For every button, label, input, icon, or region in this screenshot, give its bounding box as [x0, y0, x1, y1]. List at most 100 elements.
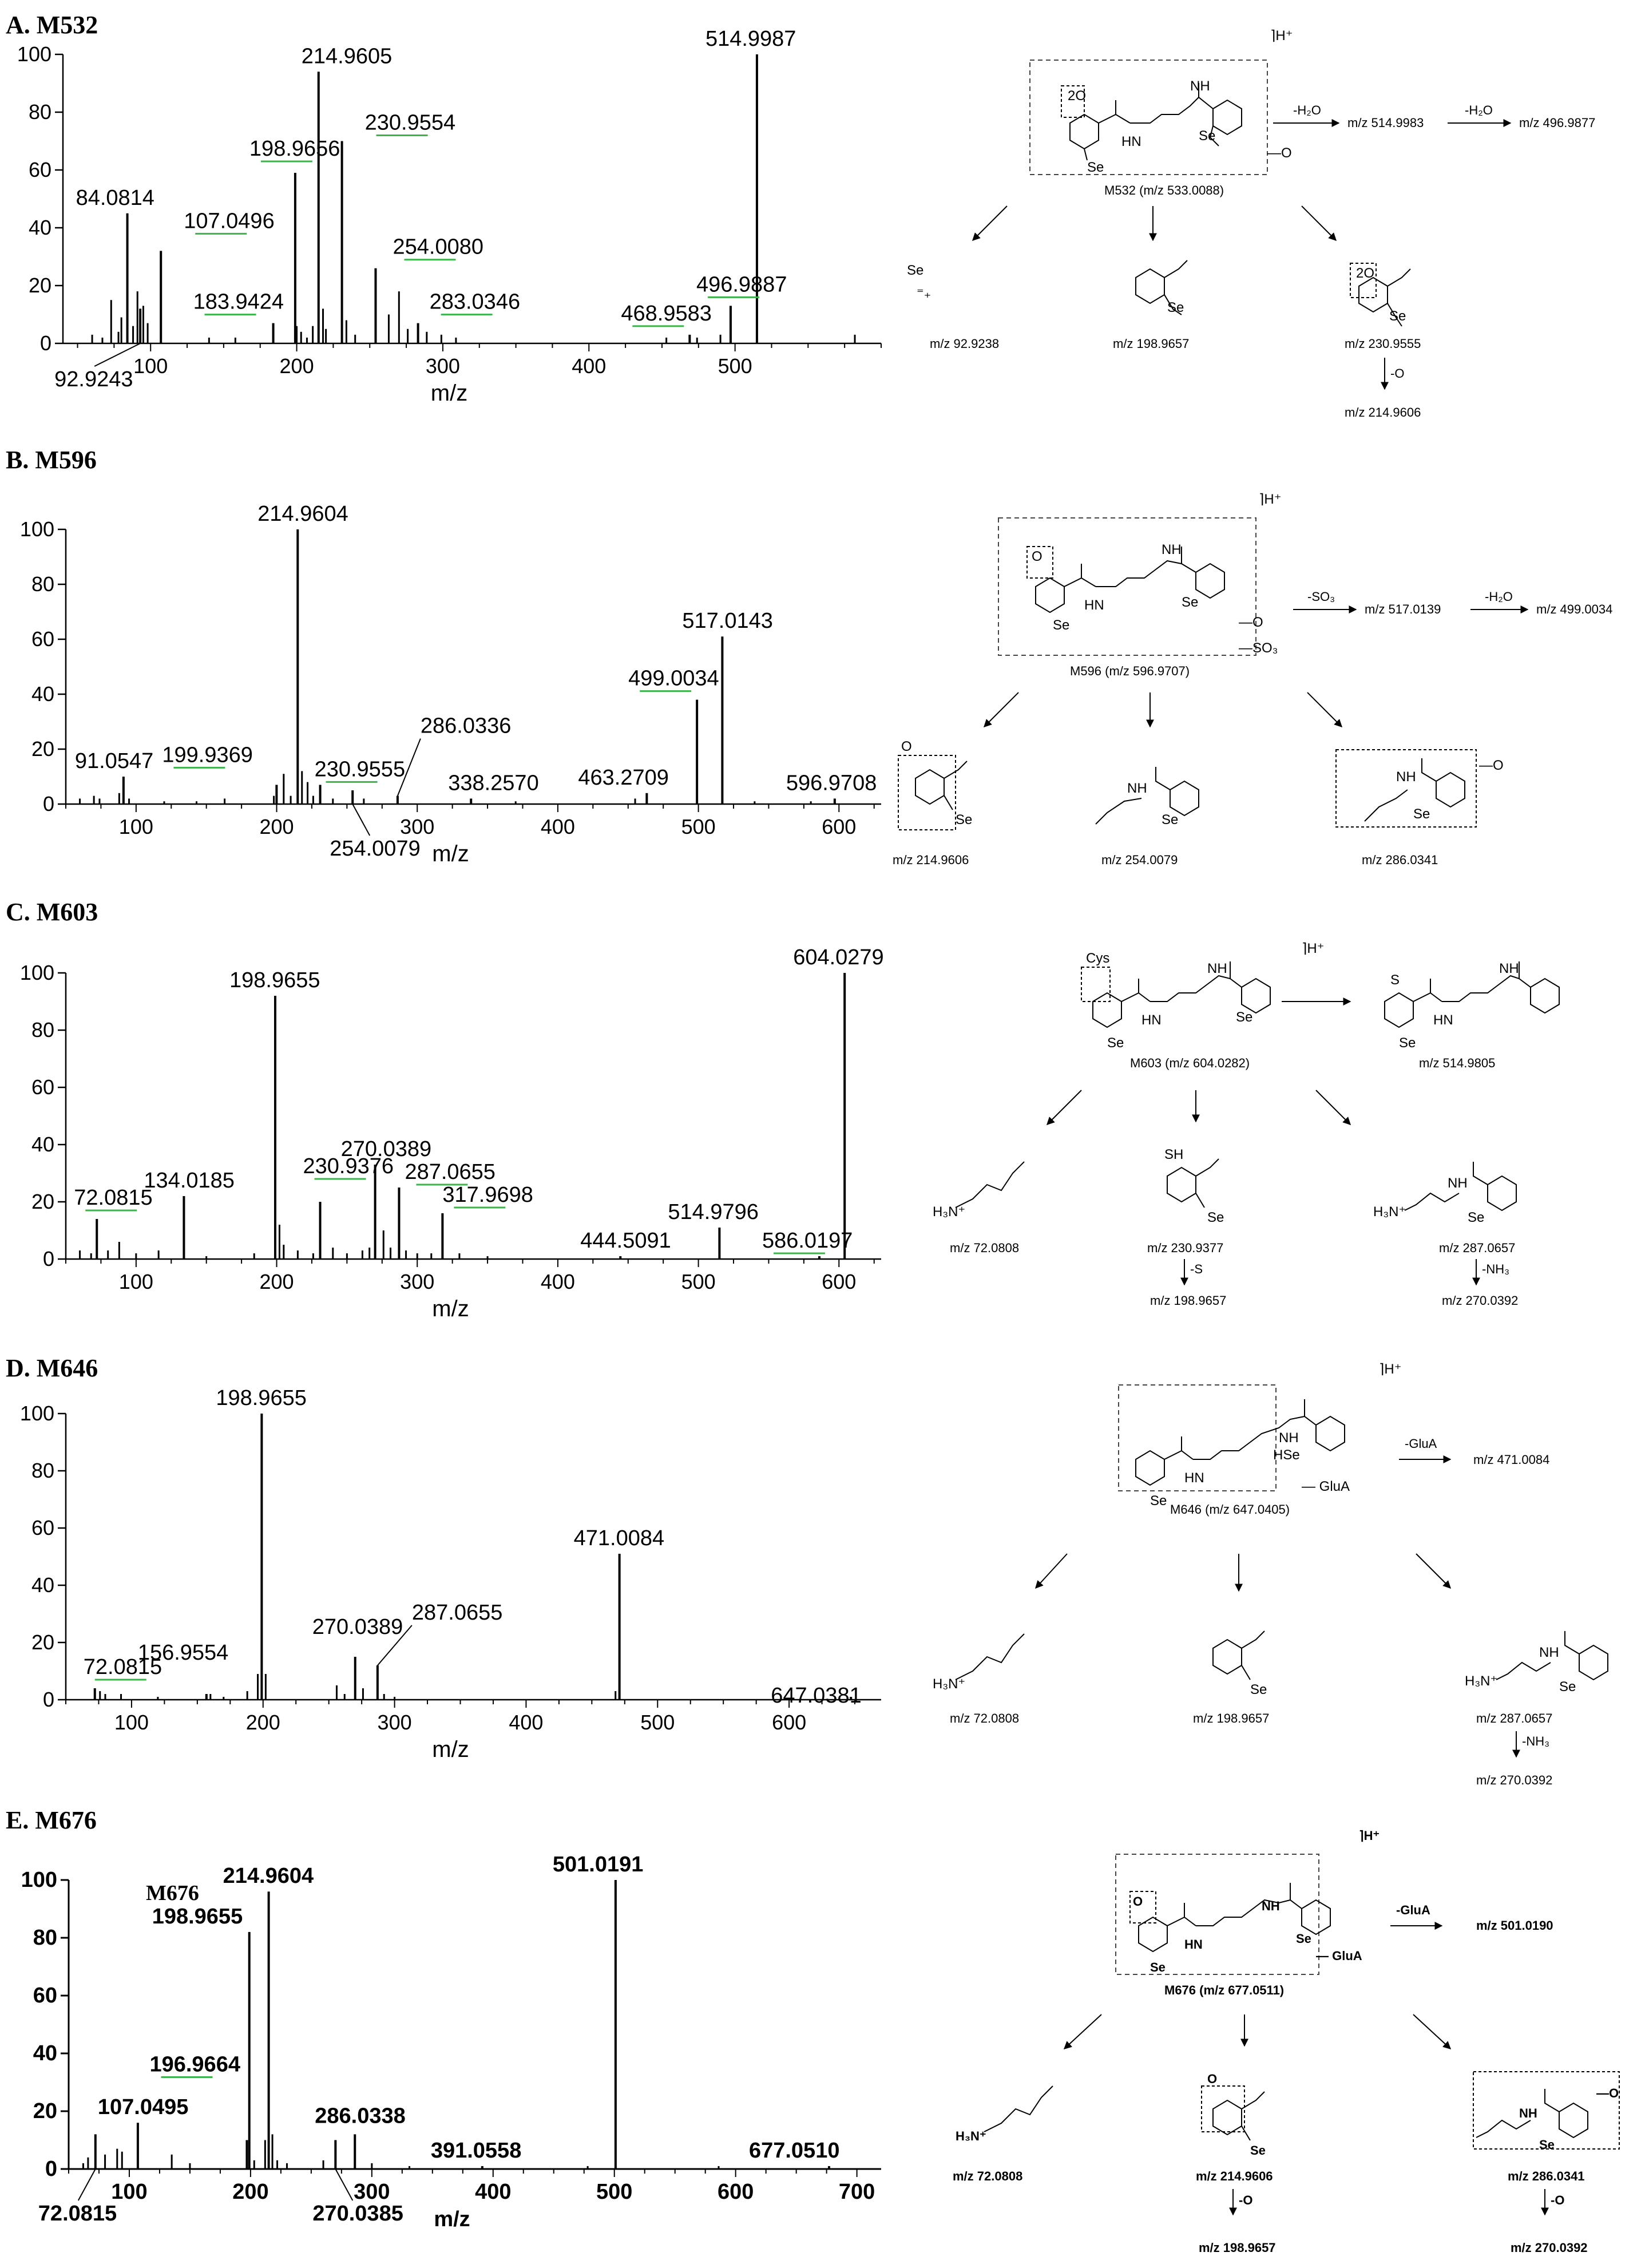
svg-text:NH: NH — [1190, 78, 1210, 94]
svg-text:Se: Se — [1162, 812, 1178, 828]
svg-text:m/z 514.9805: m/z 514.9805 — [1419, 1056, 1495, 1070]
peak-label: 72.0815 — [84, 1655, 162, 1679]
peak-label: 501.0191 — [553, 1853, 644, 1877]
fragmentation-scheme-d: ⌉H⁺ HN NH HSe Se — GluA M646 (m/z 647.04… — [933, 1361, 1608, 1787]
x-tick-label: 200 — [246, 1711, 280, 1734]
svg-text:Se: Se — [1053, 618, 1069, 633]
svg-text:NH: NH — [1162, 542, 1182, 557]
svg-text:-H₂O: -H₂O — [1485, 589, 1513, 604]
y-tick-label: 0 — [43, 1688, 54, 1711]
svg-text:-H₂O: -H₂O — [1293, 103, 1321, 117]
inset-label: M676 — [146, 1881, 199, 1905]
svg-text:-S: -S — [1190, 1262, 1203, 1276]
x-tick-label: 100 — [111, 2180, 147, 2204]
x-tick-label: 100 — [119, 1270, 153, 1293]
peak-label: 254.0079 — [330, 837, 421, 861]
svg-text:NH: NH — [1207, 961, 1227, 976]
peak-label: 84.0814 — [76, 186, 154, 210]
y-tick-label: 60 — [31, 627, 54, 651]
svg-text:m/z 198.9657: m/z 198.9657 — [1113, 337, 1189, 351]
svg-text:⌉H⁺: ⌉H⁺ — [1259, 492, 1281, 507]
svg-text:Se: Se — [956, 812, 972, 828]
peak-label: 198.9655 — [229, 968, 320, 992]
svg-text:-H₂O: -H₂O — [1465, 103, 1493, 117]
peak-label: 230.9555 — [315, 757, 406, 781]
peak-label: 92.9243 — [54, 367, 133, 391]
y-tick-label: 60 — [31, 1516, 54, 1539]
svg-text:m/z 517.0139: m/z 517.0139 — [1365, 602, 1441, 616]
svg-text:Cys: Cys — [1086, 951, 1109, 966]
panel-label-d: D. M646 — [6, 1354, 98, 1382]
peak-label: 72.0815 — [38, 2202, 117, 2226]
svg-text:m/z 254.0079: m/z 254.0079 — [1101, 853, 1178, 867]
y-tick-label: 20 — [33, 2099, 57, 2123]
svg-text:m/z 270.0392: m/z 270.0392 — [1476, 1773, 1552, 1787]
peak-label: 338.2570 — [448, 771, 539, 795]
svg-text:H₃N⁺: H₃N⁺ — [933, 1204, 965, 1220]
svg-text:-NH₃: -NH₃ — [1522, 1734, 1549, 1748]
svg-text:-O: -O — [1551, 2193, 1564, 2207]
y-tick-label: 100 — [17, 42, 51, 66]
svg-text:NH: NH — [1396, 769, 1416, 785]
svg-text:m/z 270.0392: m/z 270.0392 — [1511, 2241, 1588, 2255]
y-tick-label: 80 — [31, 1018, 54, 1042]
svg-text:⌉H⁺: ⌉H⁺ — [1379, 1361, 1401, 1377]
peak-label: 471.0084 — [574, 1526, 665, 1550]
x-tick-label: 200 — [280, 354, 314, 378]
peak-label: 444.5091 — [580, 1229, 671, 1253]
x-tick-label: 400 — [541, 815, 575, 838]
peak-label: 514.9796 — [668, 1200, 759, 1224]
svg-text:Se: Se — [1296, 1931, 1311, 1946]
x-tick-label: 400 — [541, 1270, 575, 1293]
svg-text:m/z 286.0341: m/z 286.0341 — [1508, 2169, 1585, 2183]
peak-label: 391.0558 — [431, 2139, 522, 2163]
x-tick-label: 400 — [572, 354, 606, 378]
x-axis-label: m/z — [432, 1296, 469, 1321]
y-tick-label: 20 — [31, 1190, 54, 1213]
y-tick-label: 0 — [43, 792, 54, 816]
peak-label: 514.9987 — [705, 27, 796, 51]
x-tick-label: 300 — [400, 1270, 434, 1293]
svg-text:—O: —O — [1596, 2086, 1619, 2100]
peak-label: 499.0034 — [628, 667, 719, 691]
svg-text:Se: Se — [1250, 2143, 1266, 2158]
x-tick-label: 400 — [475, 2180, 511, 2204]
svg-text:—SO₃: —SO₃ — [1239, 640, 1278, 656]
svg-text:Se: Se — [1250, 1682, 1267, 1697]
svg-text:Se: Se — [1468, 1210, 1484, 1225]
svg-text:m/z 198.9657: m/z 198.9657 — [1193, 1711, 1269, 1725]
fragmentation-scheme-e: ⌉H⁺ O HN NH Se Se — GluA M676 (m/z 677.0… — [953, 1828, 1620, 2255]
peak-label: 317.9698 — [442, 1183, 533, 1207]
x-tick-label: 500 — [640, 1711, 675, 1734]
peak-label: 496.9887 — [696, 272, 787, 296]
svg-text:Se: Se — [1182, 595, 1198, 610]
svg-text:m/z 496.9877: m/z 496.9877 — [1519, 116, 1595, 130]
x-axis-label: m/z — [434, 2207, 470, 2231]
x-tick-label: 500 — [681, 1270, 716, 1293]
peak-label: 647.0381 — [771, 1684, 862, 1708]
svg-text:HN: HN — [1084, 597, 1104, 613]
peak-label: 134.0185 — [144, 1169, 234, 1193]
svg-text:HN: HN — [1184, 1937, 1203, 1952]
peak-label: 468.9583 — [621, 302, 712, 326]
svg-text:NH: NH — [1539, 1645, 1559, 1660]
svg-text:Se: Se — [1399, 1035, 1416, 1051]
peak-label: 199.9369 — [162, 743, 253, 767]
y-tick-label: 60 — [29, 158, 51, 181]
x-tick-label: 300 — [354, 2180, 390, 2204]
svg-text:—O: —O — [1479, 758, 1504, 773]
peak-label: 604.0279 — [793, 945, 884, 969]
x-tick-label: 500 — [681, 815, 716, 838]
y-tick-label: 40 — [31, 1573, 54, 1597]
peak-label: 586.0197 — [762, 1229, 853, 1253]
svg-text:SH: SH — [1164, 1147, 1183, 1162]
svg-text:O: O — [1133, 1894, 1143, 1909]
svg-text:m/z 286.0341: m/z 286.0341 — [1362, 853, 1438, 867]
panel-label-e: E. M676 — [6, 1806, 97, 1834]
peak-label: 270.0389 — [312, 1615, 403, 1639]
y-tick-label: 40 — [31, 682, 54, 706]
peak-label: 230.9554 — [365, 111, 456, 135]
svg-text:m/z 72.0808: m/z 72.0808 — [953, 2169, 1022, 2183]
